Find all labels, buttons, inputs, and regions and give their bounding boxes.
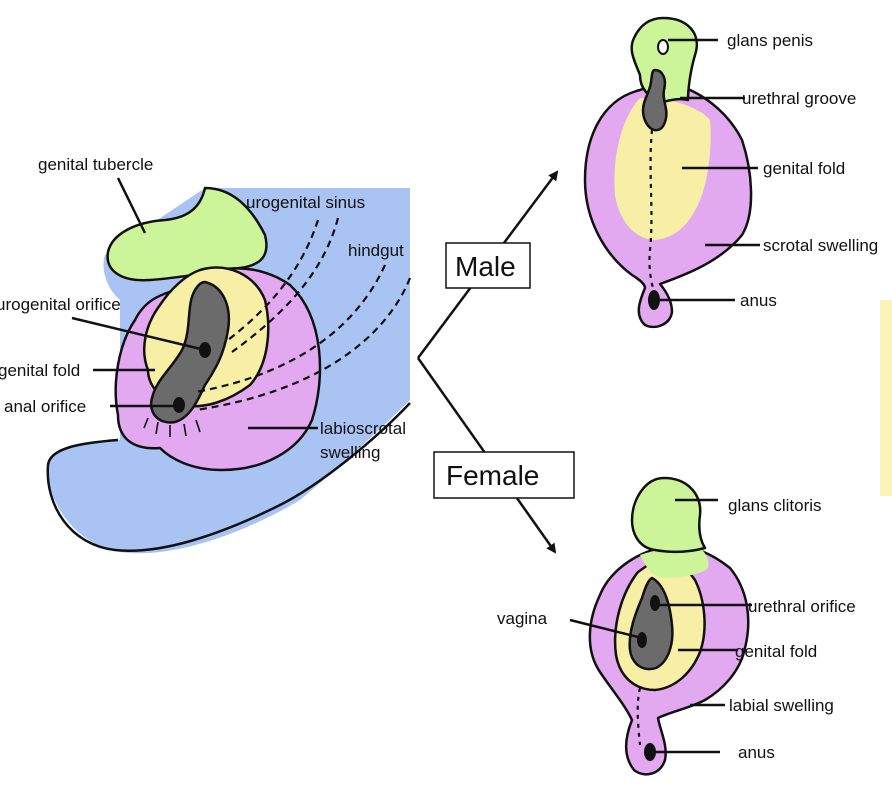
label-glans-clitoris: glans clitoris — [728, 496, 822, 515]
label-anal-orifice: anal orifice — [4, 397, 86, 416]
female-box — [433, 451, 575, 499]
genital-tubercle-shape — [106, 186, 268, 282]
anal-orifice-dot — [173, 397, 185, 413]
male-box-label: Male — [455, 251, 516, 282]
female-box-label: Female — [446, 460, 539, 491]
label-urogenital-sinus: urogenital sinus — [246, 193, 365, 212]
blue-boundary-curve — [46, 402, 411, 552]
female-anus-dot — [644, 743, 656, 761]
label-urogenital-orifice: urogenital orifice — [0, 295, 121, 314]
clitoris-shaft-shape — [640, 547, 709, 578]
label-male-genital-fold: genital fold — [763, 159, 845, 178]
male-raphe — [648, 129, 656, 293]
label-hindgut: hindgut — [348, 241, 404, 260]
urethral-orifice-dot — [650, 595, 660, 611]
label-genital-fold: genital fold — [0, 361, 80, 380]
side-highlight-bar — [880, 300, 892, 496]
vaginal-orifice-dot — [637, 632, 647, 648]
branch-section: Male Female — [416, 170, 575, 554]
glans-clitoris-shape — [630, 476, 707, 553]
label-glans-penis: glans penis — [727, 31, 813, 50]
leader-urogenital-orifice — [71, 316, 206, 352]
label-female-genital-fold: genital fold — [735, 642, 817, 661]
female-raphe — [636, 687, 642, 746]
urogenital-sinus-dash-1 — [227, 219, 320, 341]
urogenital-sinus-dash-2 — [231, 217, 340, 353]
label-male-anus: anus — [740, 291, 777, 310]
leader-genital-tubercle — [116, 177, 147, 234]
male-anus-dot — [648, 290, 660, 310]
label-vagina: vagina — [497, 609, 548, 628]
label-urethral-orifice: urethral orifice — [748, 597, 856, 616]
urogenital-groove-shape — [149, 280, 231, 424]
label-labioscrotal-line1: labioscrotal — [320, 419, 406, 438]
glans-penis-meatus — [657, 39, 669, 55]
label-scrotal-swelling: scrotal swelling — [763, 236, 878, 255]
perineal-ticks — [143, 417, 201, 437]
label-female-anus: anus — [738, 743, 775, 762]
leader-vagina — [569, 618, 643, 640]
urethral-groove-shape — [641, 68, 668, 132]
label-labioscrotal-line2: swelling — [320, 443, 380, 462]
hindgut-dash-2 — [195, 277, 412, 412]
hindgut-dash-1 — [195, 264, 387, 394]
male-genital-fold-shape — [614, 98, 711, 240]
label-labial-swelling: labial swelling — [729, 696, 834, 715]
male-box — [445, 242, 531, 289]
male-figure: glans penis urethral groove genital fold… — [583, 16, 878, 329]
female-figure: glans clitoris urethral orifice vagina g… — [497, 476, 856, 776]
indifferent-stage: genital tubercle urogenital sinus hindgu… — [0, 155, 412, 554]
label-urethral-groove: urethral groove — [742, 89, 856, 108]
label-genital-tubercle: genital tubercle — [38, 155, 153, 174]
